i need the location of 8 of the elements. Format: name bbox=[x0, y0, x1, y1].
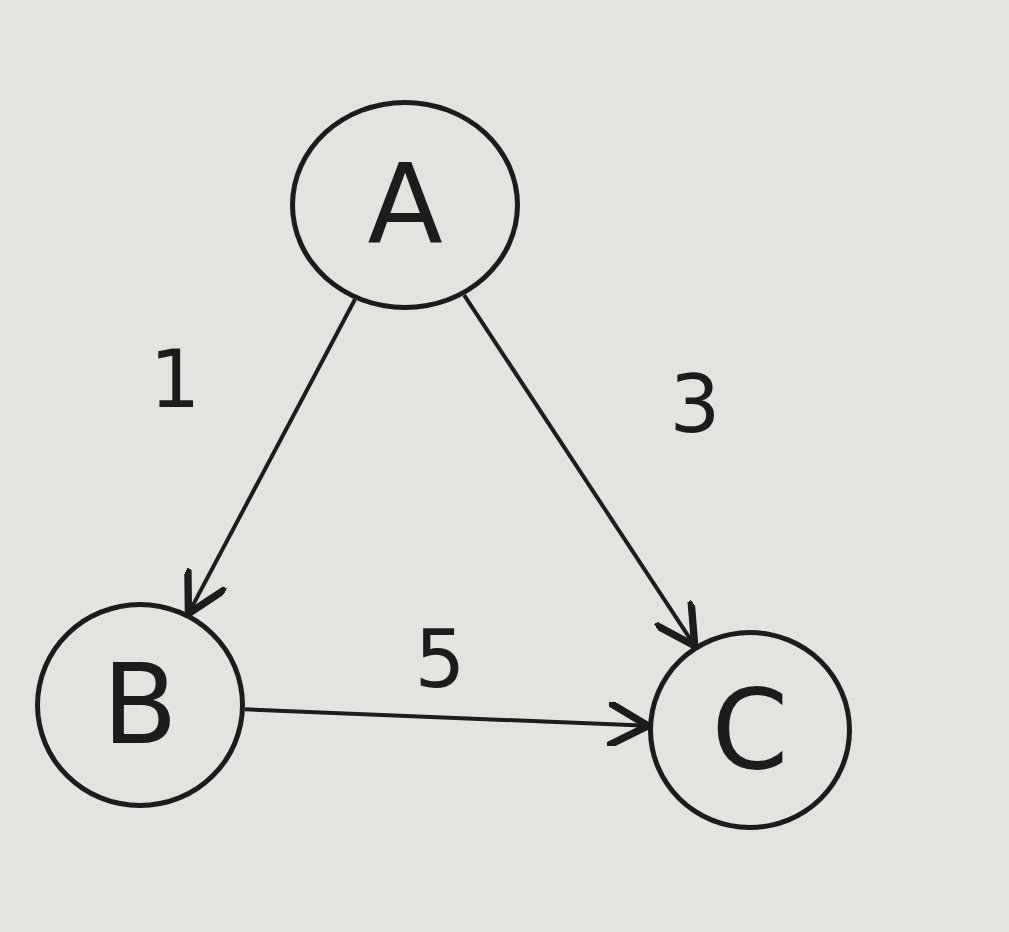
node-circle bbox=[290, 100, 520, 310]
arrow bbox=[184, 298, 357, 618]
node-label: C bbox=[711, 675, 789, 785]
node-label: B bbox=[102, 650, 178, 760]
node-circle bbox=[35, 602, 245, 808]
node-circle bbox=[648, 630, 852, 830]
node-label: A bbox=[367, 150, 443, 260]
arrow bbox=[462, 293, 699, 650]
